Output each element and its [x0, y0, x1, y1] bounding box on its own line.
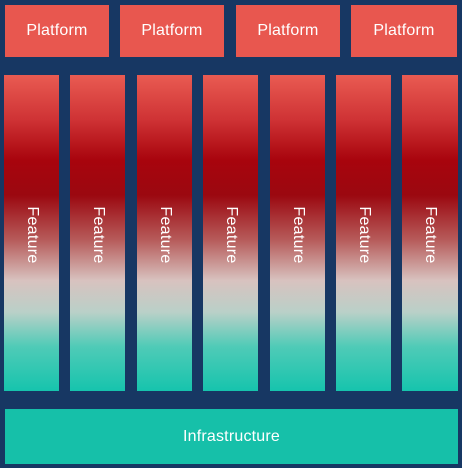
feature-label: Feature — [89, 206, 107, 264]
feature-column-7: Feature — [402, 75, 458, 391]
feature-label: Feature — [355, 206, 373, 264]
feature-column-6: Feature — [336, 75, 391, 391]
feature-label: Feature — [289, 206, 307, 264]
feature-column-3: Feature — [137, 75, 192, 391]
feature-column-2: Feature — [70, 75, 125, 391]
feature-label: Feature — [156, 206, 174, 264]
feature-column-4: Feature — [203, 75, 258, 391]
platform-box-3: Platform — [236, 5, 340, 57]
feature-label: Feature — [23, 206, 41, 264]
feature-column-1: Feature — [4, 75, 59, 391]
platform-box-2: Platform — [120, 5, 224, 57]
infrastructure-bar: Infrastructure — [5, 409, 458, 464]
feature-column-5: Feature — [270, 75, 325, 391]
feature-label: Feature — [422, 206, 439, 264]
feature-label: Feature — [222, 206, 240, 264]
platform-box-4: Platform — [351, 5, 457, 57]
platform-box-1: Platform — [5, 5, 109, 57]
